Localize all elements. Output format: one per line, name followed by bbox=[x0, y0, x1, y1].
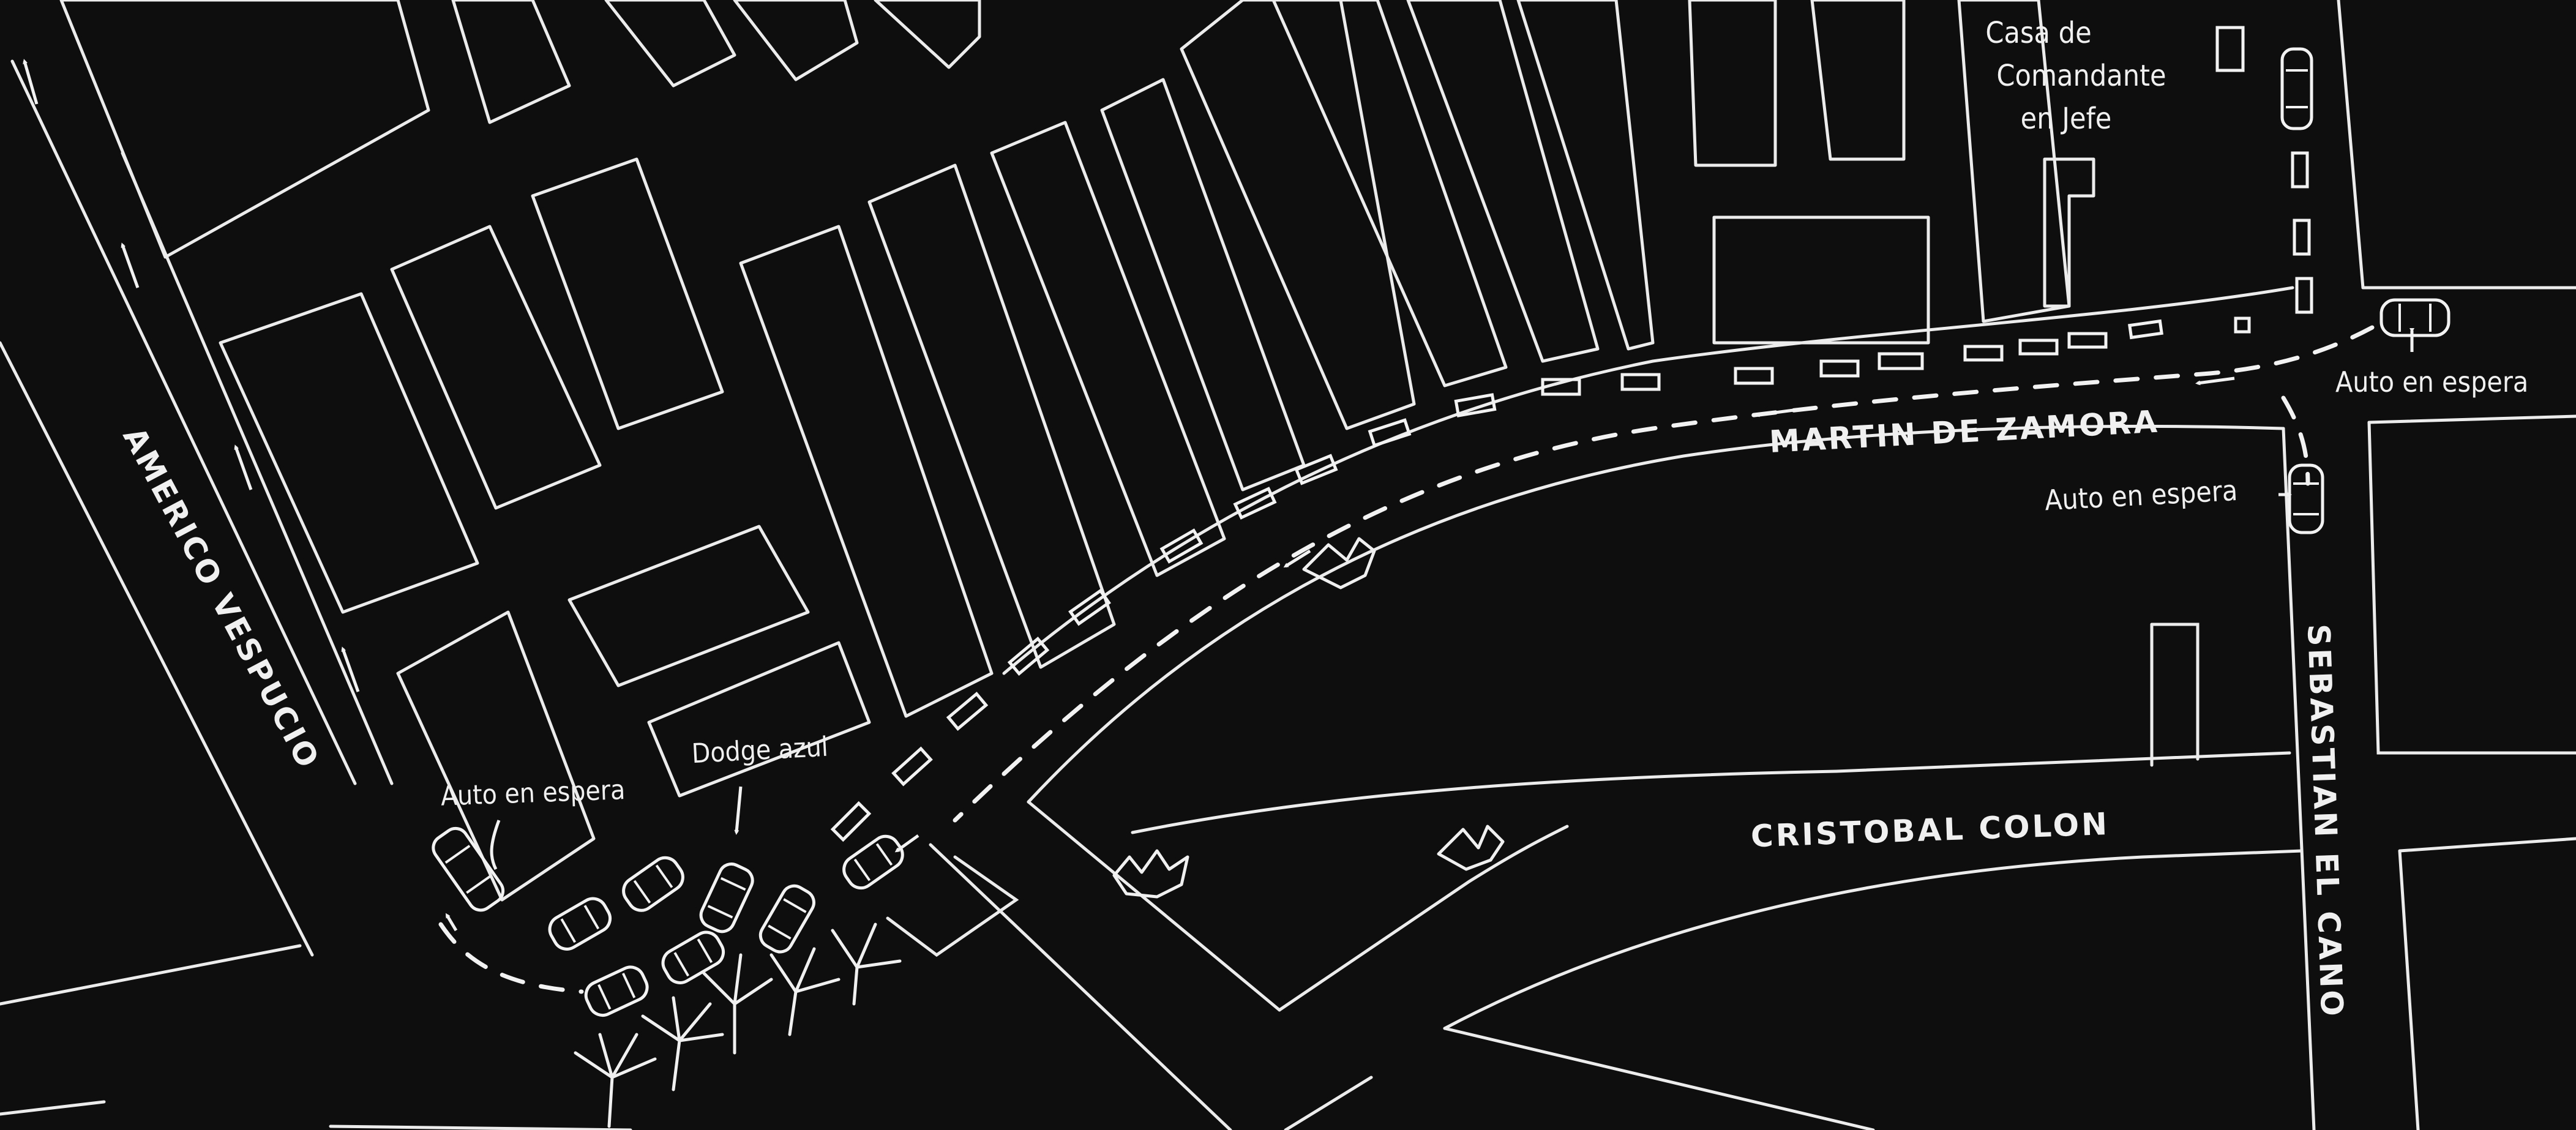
direction-arrow-icon bbox=[1754, 408, 1794, 417]
car-icon bbox=[548, 897, 612, 951]
cars bbox=[432, 26, 2451, 1017]
shrub-icon bbox=[1112, 537, 1505, 899]
direction-arrow-icon bbox=[445, 913, 458, 932]
direction-arrow-icon bbox=[23, 59, 39, 105]
residence-building bbox=[2215, 26, 2245, 72]
car-icon bbox=[622, 856, 684, 912]
lane-markers bbox=[830, 151, 2313, 842]
waiting-car-label-center: Auto en espera bbox=[2044, 474, 2239, 517]
waiting-car-label-right: Auto en espera bbox=[2335, 365, 2528, 398]
direction-arrow-icon bbox=[121, 242, 140, 288]
street-label-americo-vespucio: AMERICO VESPUCIO bbox=[116, 421, 326, 775]
residence-label-line2: Comandante bbox=[1996, 59, 2166, 93]
car-icon bbox=[2288, 463, 2324, 534]
car-icon bbox=[2280, 47, 2313, 130]
car-icon bbox=[661, 930, 725, 984]
dodge-label: Dodge azul bbox=[691, 732, 829, 770]
car-icon bbox=[2379, 298, 2451, 337]
vegetation bbox=[574, 537, 1505, 1128]
palm-tree-icon bbox=[574, 922, 902, 1128]
waiting-car-label-left: Auto en espera bbox=[440, 774, 626, 812]
direction-arrow-icon bbox=[341, 646, 360, 692]
car-icon bbox=[758, 884, 815, 954]
car-icon bbox=[842, 834, 904, 890]
traffic-direction-arrows bbox=[23, 59, 360, 692]
label-pointers bbox=[490, 328, 2414, 870]
street-label-martin-de-zamora: MARTIN DE ZAMORA bbox=[1769, 404, 2160, 460]
direction-arrow-icon bbox=[1878, 352, 1924, 370]
direction-arrow-icon bbox=[234, 444, 253, 490]
street-label-cristobal-colon: CRISTOBAL COLON bbox=[1750, 806, 2110, 854]
car-icon bbox=[432, 826, 505, 912]
residence-label-line1: Casa de bbox=[1985, 16, 2091, 50]
direction-arrow-icon bbox=[2195, 376, 2235, 386]
car-icon bbox=[699, 862, 754, 934]
motorcade-route bbox=[438, 325, 2375, 994]
car-icon bbox=[584, 965, 649, 1017]
direction-arrow-icon bbox=[1283, 549, 1311, 568]
residence-label-line3: en Jefe bbox=[2021, 102, 2112, 136]
